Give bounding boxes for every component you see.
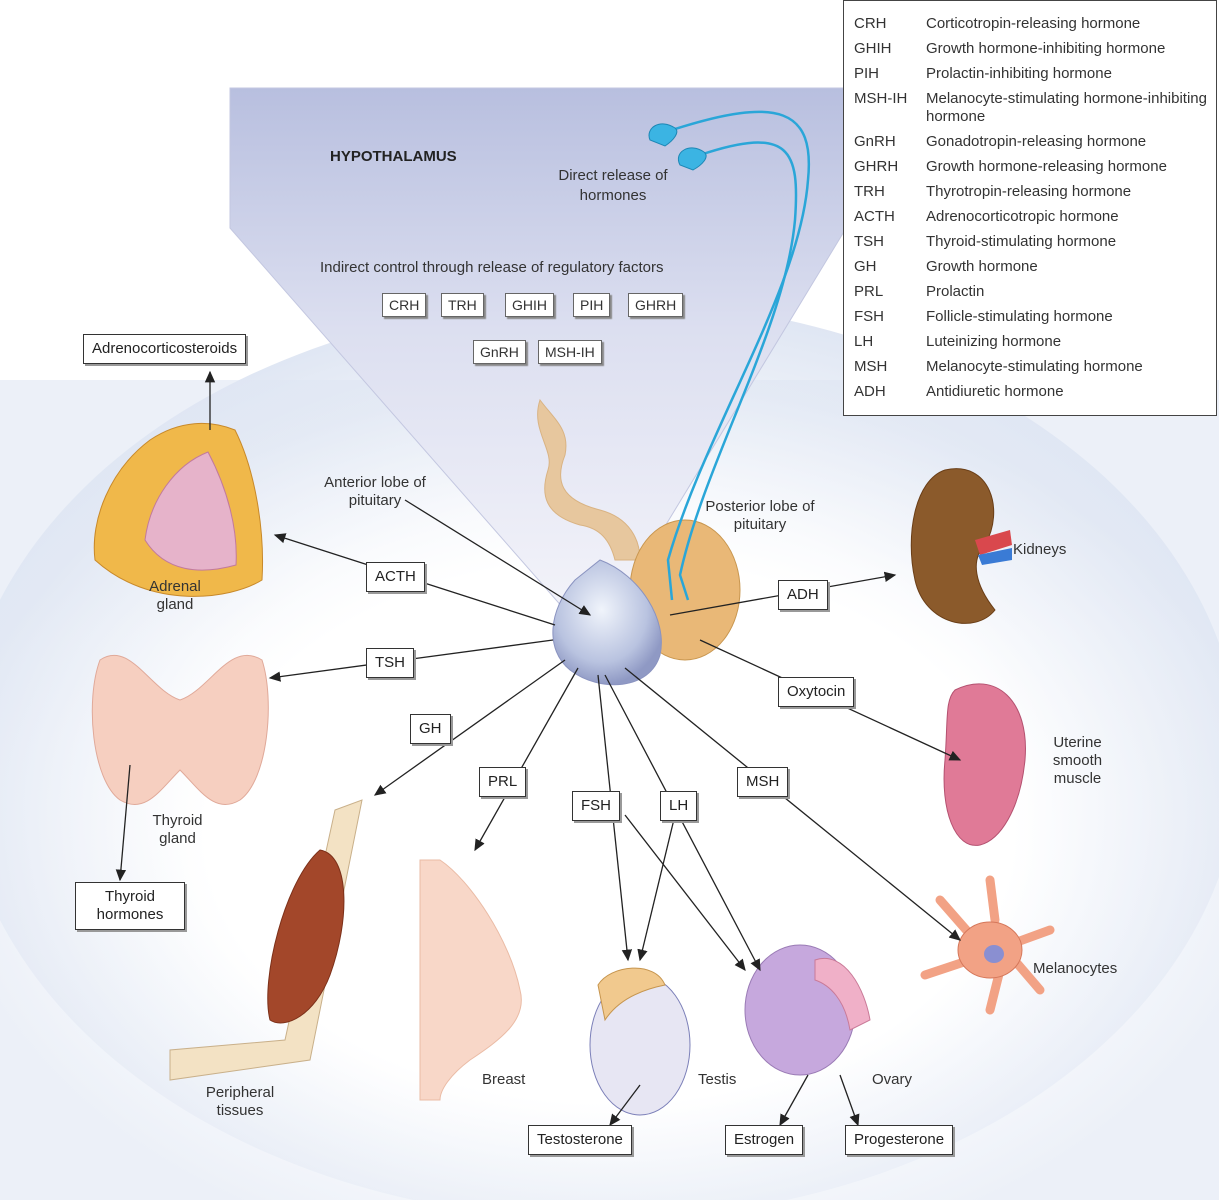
legend-abbr: GHRH xyxy=(854,158,899,175)
legend-row: GHRH Growth hormone-releasing hormone xyxy=(854,154,1208,179)
hormone-fsh: FSH xyxy=(572,791,620,821)
legend-definition: Growth hormone xyxy=(926,258,1038,275)
direct-release-label: Direct release of hormones xyxy=(558,167,668,204)
thyroid-art xyxy=(91,654,269,806)
neuron-axon-2 xyxy=(678,141,798,601)
adrenal-gland-label: Adrenal gland xyxy=(149,578,201,613)
hormone-adh: ADH xyxy=(778,580,828,610)
factor-crh: CRH xyxy=(382,293,427,317)
legend-row: GHIH Growth hormone-inhibiting hormone xyxy=(854,36,1208,61)
legend-abbr: FSH xyxy=(854,308,884,325)
factor-ghrh: GHRH xyxy=(628,293,684,317)
legend-definition: Corticotropin-releasing hormone xyxy=(926,15,1141,32)
testosterone-box: Testosterone xyxy=(528,1125,632,1155)
hormone-prl: PRL xyxy=(479,767,527,797)
legend-definition: Melanocyte-stimulating hormone-inhibitin… xyxy=(926,90,1207,125)
neuron-cell-1 xyxy=(648,123,678,147)
hypothalamus-title: HYPOTHALAMUS xyxy=(330,148,457,165)
legend-definition: Follicle-stimulating hormone xyxy=(926,308,1113,325)
legend-abbr: GnRH xyxy=(854,133,896,150)
hormone-msh: MSH xyxy=(737,767,789,797)
legend-definition: Melanocyte-stimulating hormone xyxy=(926,358,1143,375)
legend-abbr: ACTH xyxy=(854,208,895,225)
kidneys-label: Kidneys xyxy=(1013,541,1067,558)
breast-label: Breast xyxy=(482,1071,526,1088)
progesterone-box: Progesterone xyxy=(845,1125,954,1155)
hormone-lh: LH xyxy=(660,791,698,821)
melanocytes-label: Melanocytes xyxy=(1033,960,1118,977)
factor-gnrh: GnRH xyxy=(473,340,526,364)
uterine-smooth-muscle-label: Uterine smooth muscle xyxy=(1052,734,1103,787)
legend-abbr: PIH xyxy=(854,65,880,82)
legend-abbr: TSH xyxy=(854,233,884,250)
adrenocorticosteroids-box: Adrenocorticosteroids xyxy=(83,334,247,364)
legend-row: PIH Prolactin-inhibiting hormone xyxy=(854,61,1208,86)
legend-definition: Growth hormone-inhibiting hormone xyxy=(926,40,1166,57)
legend-definition: Gonadotropin-releasing hormone xyxy=(926,133,1147,150)
neuron-axon-1 xyxy=(666,110,811,601)
breast-art xyxy=(419,859,522,1101)
legend-definition: Antidiuretic hormone xyxy=(926,383,1064,400)
melanocyte-art xyxy=(920,875,1055,1015)
kidney-art xyxy=(910,468,996,624)
legend-row: LH Luteinizing hormone xyxy=(854,329,1208,354)
pituitary-stalk xyxy=(537,398,641,561)
legend-row: MSH-IH Melanocyte-stimulating hormone-inh… xyxy=(854,90,1208,126)
legend-abbr: PRL xyxy=(854,283,884,300)
legend-row: GH Growth hormone xyxy=(854,254,1208,279)
legend-row: TRH Thyrotropin-releasing hormone xyxy=(854,179,1208,204)
legend-row: MSH Melanocyte-stimulating hormone xyxy=(854,354,1208,379)
estrogen-box: Estrogen xyxy=(725,1125,804,1155)
factor-ghih: GHIH xyxy=(505,293,554,317)
legend-abbr: GHIH xyxy=(854,40,892,57)
hormone-acth: ACTH xyxy=(366,562,425,592)
arm-bone-art xyxy=(169,799,363,1081)
neuron-cell-2 xyxy=(677,147,707,171)
legend-row: PRL Prolactin xyxy=(854,279,1208,304)
factor-trh: TRH xyxy=(441,293,484,317)
factor-msh-ih: MSH-IH xyxy=(538,340,602,364)
legend-definition: Thyroid-stimulating hormone xyxy=(926,233,1117,250)
legend-definition: Thyrotropin-releasing hormone xyxy=(926,183,1132,200)
hormone-tsh: TSH xyxy=(366,648,414,678)
factor-pih: PIH xyxy=(573,293,611,317)
peripheral-tissues-label: Peripheral tissues xyxy=(205,1084,275,1119)
legend-abbr: MSH-IH xyxy=(854,90,908,107)
legend-row: ADH Antidiuretic hormone xyxy=(854,379,1208,404)
legend-definition: Luteinizing hormone xyxy=(926,333,1062,350)
thyroid-gland-label: Thyroid gland xyxy=(152,812,203,847)
legend-row: ACTH Adrenocorticotropic hormone xyxy=(854,204,1208,229)
uterus-art xyxy=(943,683,1026,846)
legend-definition: Growth hormone-releasing hormone xyxy=(926,158,1167,175)
anterior-lobe-label: Anterior lobe of pituitary xyxy=(324,474,426,509)
ovary-label: Ovary xyxy=(872,1071,913,1088)
legend-row: CRH Corticotropin-releasing hormone xyxy=(854,11,1208,36)
legend-row: TSH Thyroid-stimulating hormone xyxy=(854,229,1208,254)
muscle-art xyxy=(267,849,345,1024)
legend-definition: Adrenocorticotropic hormone xyxy=(926,208,1119,225)
legend-abbr: MSH xyxy=(854,358,888,375)
legend-definition: Prolactin xyxy=(926,283,985,300)
legend-definition: Prolactin-inhibiting hormone xyxy=(926,65,1112,82)
hormone-gh: GH xyxy=(410,714,451,744)
legend-row: FSH Follicle-stimulating hormone xyxy=(854,304,1208,329)
legend-abbr: GH xyxy=(854,258,877,275)
legend-abbr: LH xyxy=(854,333,874,350)
legend-abbr: ADH xyxy=(854,383,886,400)
posterior-lobe-label: Posterior lobe of pituitary xyxy=(705,498,815,533)
legend-abbr: TRH xyxy=(854,183,885,200)
legend-abbr: CRH xyxy=(854,15,887,32)
hormone-oxytocin: Oxytocin xyxy=(778,677,855,707)
indirect-control-label: Indirect control through release of regu… xyxy=(320,259,664,276)
testis-label: Testis xyxy=(698,1071,737,1088)
legend-row: GnRH Gonadotropin-releasing hormone xyxy=(854,129,1208,154)
thyroid-hormones-box: Thyroid hormones xyxy=(75,882,185,930)
